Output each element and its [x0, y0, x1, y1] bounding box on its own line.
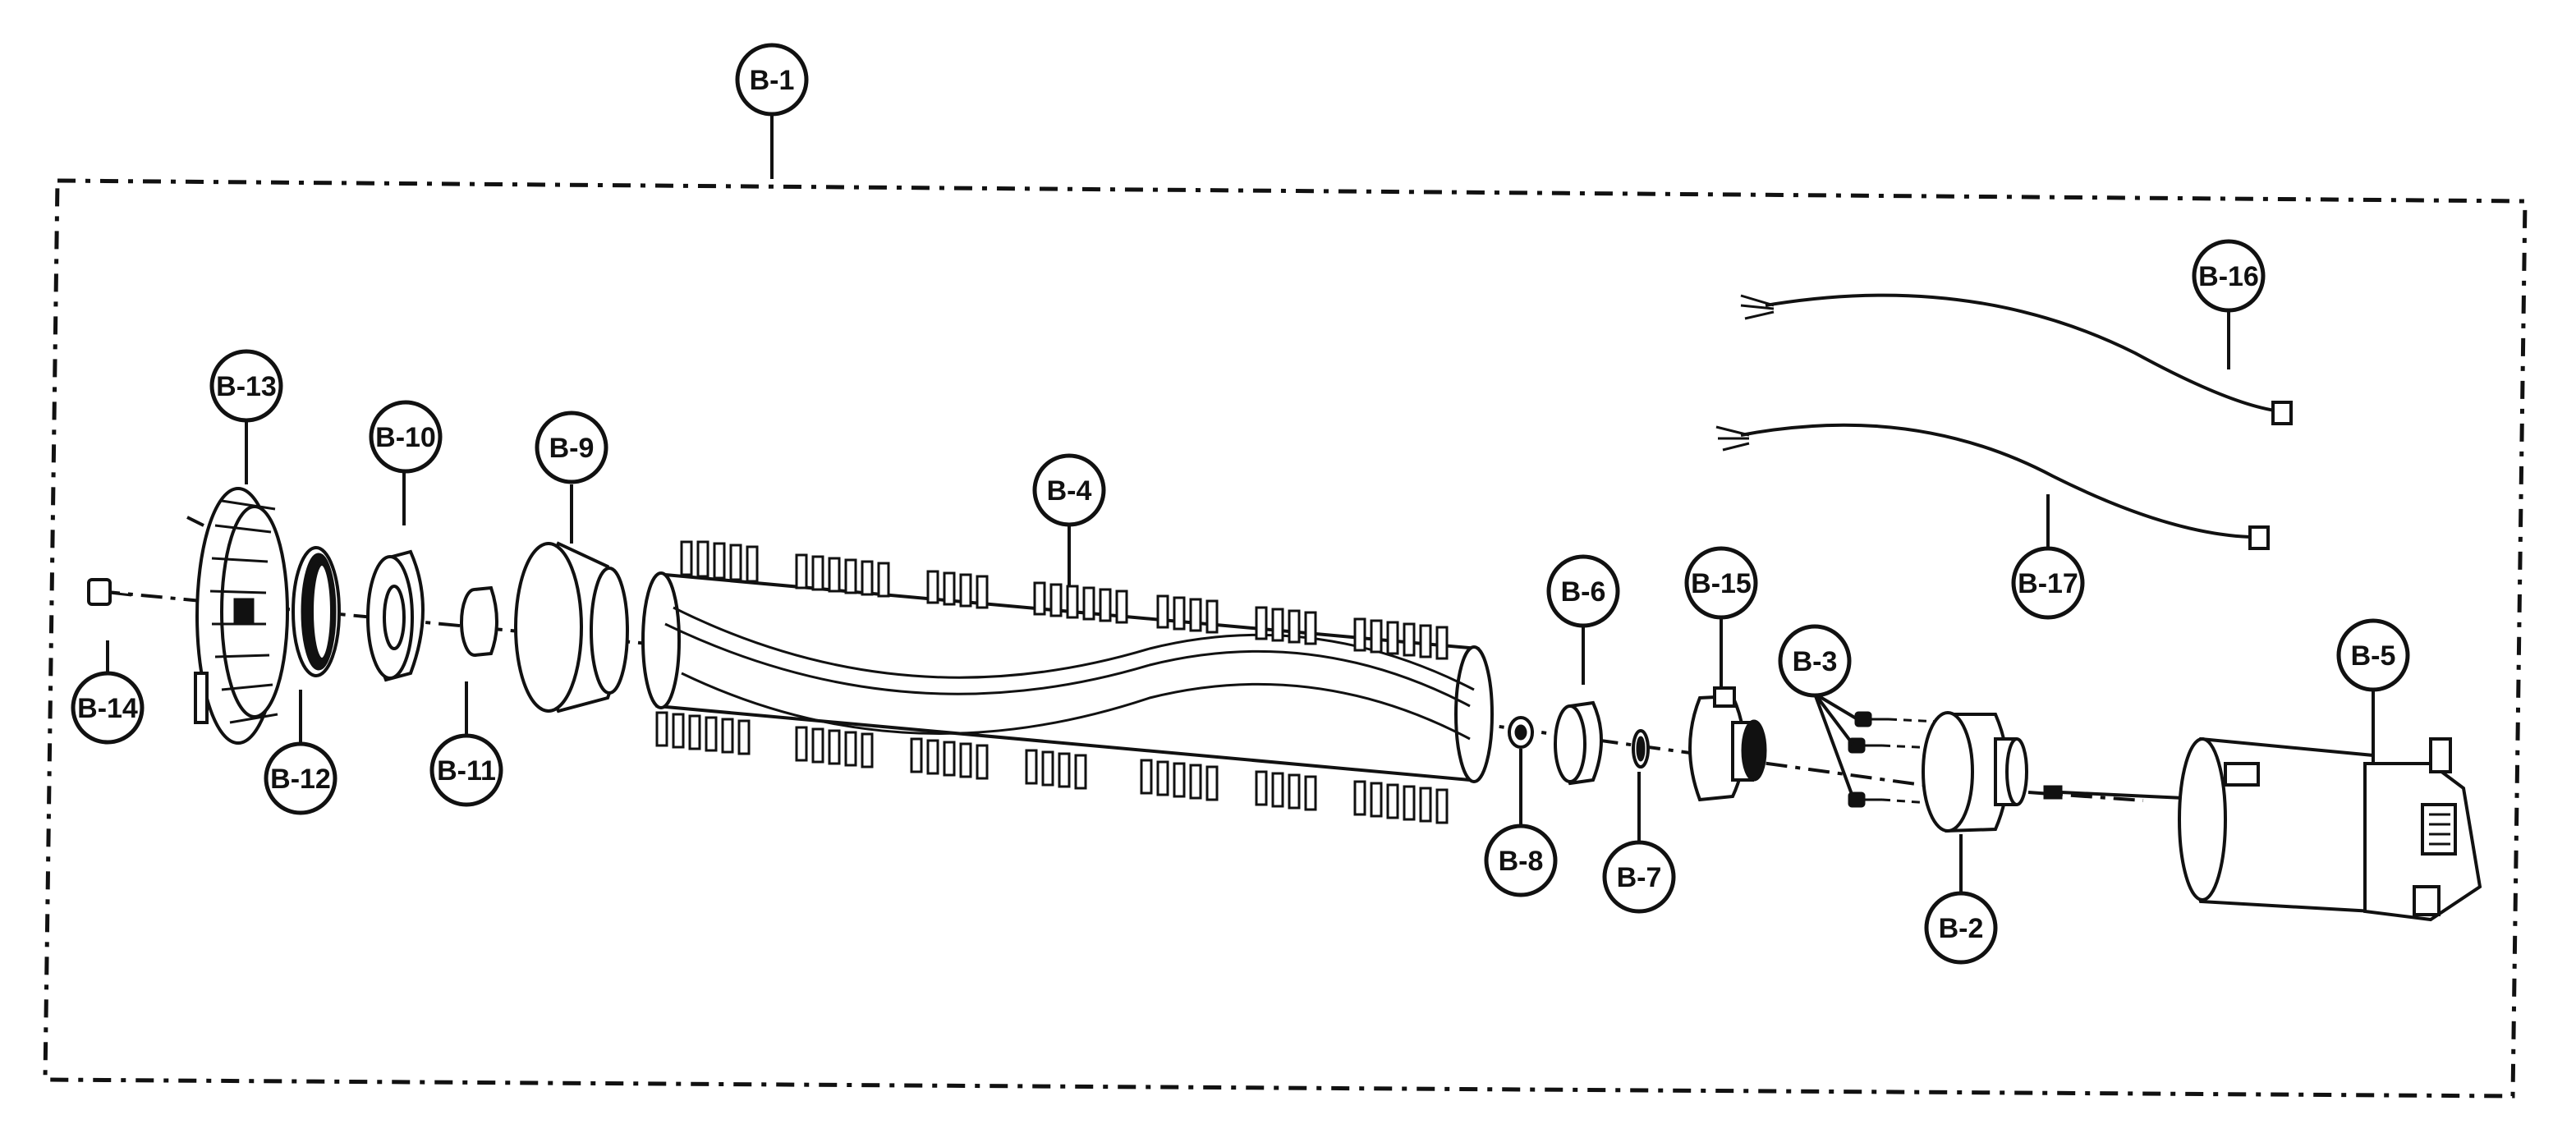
callout-b6: B-6 [1546, 554, 1620, 628]
part-b11-bushing [460, 585, 498, 657]
brush-roll-bristles-top [680, 540, 1449, 660]
part-b13-end-cap [186, 487, 289, 745]
callout-b16-label: B-16 [2198, 261, 2259, 292]
callout-b4: B-4 [1032, 453, 1106, 527]
callout-b17-label: B-17 [2018, 568, 2078, 599]
part-b17-wire [1715, 423, 2270, 550]
callout-b15-label: B-15 [1691, 568, 1752, 599]
part-b2-motor-mount [1922, 711, 2028, 833]
callout-b11-label: B-11 [437, 755, 496, 787]
callout-b11: B-11 [429, 733, 503, 807]
part-b14-screw [87, 578, 132, 606]
assembly-boundary-frame [43, 178, 2528, 1099]
callout-b10: B-10 [369, 400, 443, 474]
callout-b7-label: B-7 [1617, 862, 1662, 893]
callout-b1: B-1 [735, 43, 809, 117]
callout-b4-label: B-4 [1047, 475, 1092, 507]
part-b12-ring [292, 546, 341, 677]
callout-b12-label: B-12 [270, 764, 331, 795]
callout-b6-label: B-6 [1561, 576, 1606, 608]
callout-b14: B-14 [71, 671, 145, 745]
part-b15-drive-gear [1688, 686, 1767, 802]
callout-b2: B-2 [1924, 891, 1998, 965]
callout-b15: B-15 [1684, 546, 1758, 620]
callout-b16: B-16 [2192, 239, 2266, 313]
callout-b8-label: B-8 [1499, 846, 1544, 877]
callout-b5: B-5 [2336, 618, 2410, 692]
callout-b8: B-8 [1484, 824, 1558, 897]
callout-b3-label: B-3 [1793, 646, 1838, 677]
part-b6-bushing [1554, 700, 1603, 786]
part-b4-brush-roll [641, 540, 1494, 824]
callout-b7: B-7 [1602, 840, 1676, 914]
part-b16-wire [1740, 293, 2293, 425]
part-b8-nut [1508, 716, 1534, 749]
callout-b12: B-12 [264, 741, 337, 815]
callout-b9-label: B-9 [549, 433, 595, 464]
callout-b3: B-3 [1778, 624, 1852, 698]
part-b9-bearing-cup [514, 541, 629, 713]
part-b5-motor [2043, 736, 2482, 922]
callout-b17: B-17 [2011, 546, 2085, 620]
part-b3-screws [1848, 711, 1955, 808]
callout-b13-label: B-13 [216, 371, 277, 402]
callout-b9: B-9 [535, 411, 608, 484]
callout-b1-label: B-1 [750, 65, 795, 96]
callout-b14-label: B-14 [77, 693, 138, 724]
part-b10-washer [366, 549, 425, 682]
part-b7-clip [1632, 729, 1650, 768]
leader-lines [106, 115, 2375, 893]
callout-b13: B-13 [209, 349, 283, 423]
callout-b2-label: B-2 [1939, 913, 1984, 944]
brush-roll-bristles-bottom [655, 711, 1449, 824]
callout-b10-label: B-10 [375, 422, 436, 453]
callout-b5-label: B-5 [2351, 640, 2396, 672]
